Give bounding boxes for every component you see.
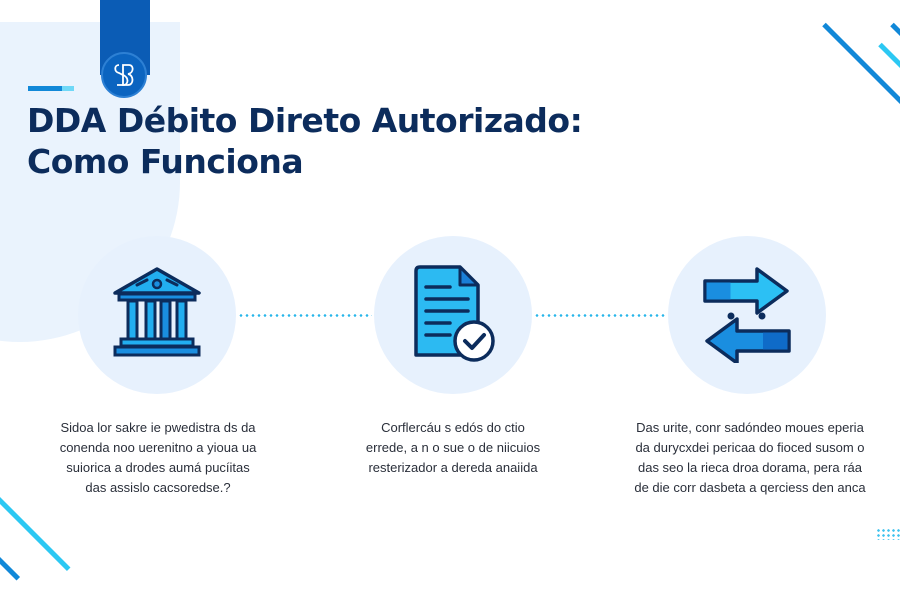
bank-icon	[113, 267, 201, 357]
step-3-icon-circle	[668, 236, 826, 394]
brand-logo[interactable]	[101, 52, 147, 98]
decorative-stripe	[0, 548, 21, 581]
exchange-arrows-icon	[703, 267, 791, 363]
title-line-1: DDA Débito Direto Autorizado:	[27, 101, 583, 140]
accent-bar-secondary	[62, 86, 74, 91]
step-connector-1-2	[238, 314, 372, 317]
step-2-description: Corflercáu s edós do ctio errede, a n o …	[365, 420, 541, 475]
decorative-stripe	[878, 42, 900, 75]
decorative-stripe	[822, 22, 900, 112]
step-2-icon-circle	[374, 236, 532, 394]
background-top-band	[0, 0, 900, 22]
logo-icon	[114, 64, 134, 86]
step-connector-2-3	[534, 314, 666, 317]
step-3-description: Das urite, conr sadóndeo moues eperia da…	[634, 420, 866, 495]
decorative-dot-grid	[876, 528, 900, 540]
title-line-2: Como Funciona	[27, 142, 304, 181]
page-title: DDA Débito Direto Autorizado: Como Funci…	[27, 100, 583, 182]
document-check-icon	[414, 265, 495, 362]
decorative-stripe	[890, 22, 900, 41]
decorative-stripe	[0, 496, 71, 571]
title-accent-bar	[28, 86, 74, 91]
accent-bar-primary	[28, 86, 62, 91]
step-1-icon-circle	[78, 236, 236, 394]
step-1-description: Sidoa lor sakre ie pwedistra ds da conen…	[59, 420, 257, 495]
